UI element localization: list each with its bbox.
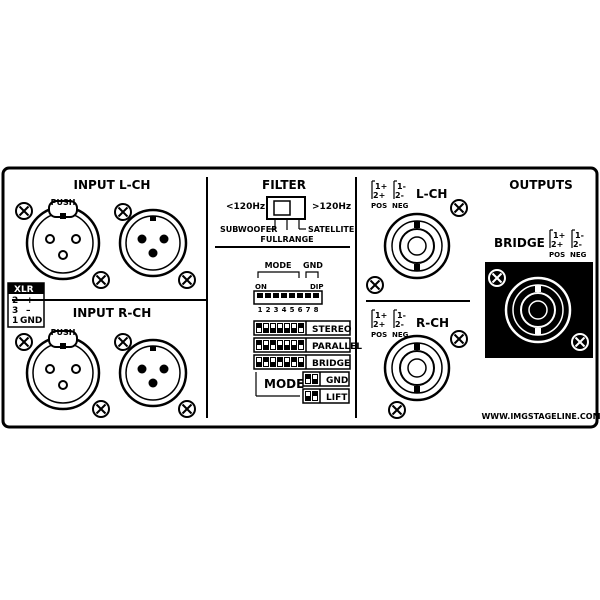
dip-on-label: ON [255, 283, 267, 291]
pin-label: 1+ [375, 311, 387, 320]
input-left-title: INPUT L-CH [74, 178, 151, 192]
filter-high-label: >120Hz [312, 202, 351, 212]
svg-text:8: 8 [314, 306, 319, 314]
screw-icon [114, 333, 132, 351]
xlr-signal: – [26, 306, 31, 316]
dip-numbers: 1 2 3 4 5 6 7 8 [258, 306, 319, 314]
pin-legend-right: 1+ 1- 2+ 2- POS NEG [371, 309, 409, 339]
input-right-title: INPUT R-CH [73, 306, 151, 320]
screw-icon [450, 330, 468, 348]
outputs-title: OUTPUTS [509, 178, 573, 192]
input-left-xlr-female-jack[interactable]: PUSH [25, 198, 101, 281]
pin-label: 2+ [373, 191, 385, 200]
pin-label: 2+ [373, 320, 385, 329]
filter-fullrange-label: FULLRANGE [260, 235, 313, 244]
mode-row-label: STEREO [312, 325, 352, 335]
svg-text:4: 4 [282, 306, 287, 314]
mode-row: STEREO [253, 320, 352, 336]
output-left-label: L-CH [416, 187, 447, 201]
dip-dip-label: DIP [310, 283, 324, 291]
xlr-signal: + [26, 296, 34, 306]
xlr-pin: 2 [12, 296, 18, 306]
gnd-row-label: LIFT [326, 393, 348, 403]
pin-label: 2- [395, 191, 404, 200]
mode-row-label: PARALLEL [312, 342, 362, 352]
neg-label: NEG [570, 251, 587, 259]
gnd-row: GND [302, 371, 350, 387]
filter-title: FILTER [262, 178, 306, 192]
xlr-pinout-legend: XLR 2 + 3 – 1 GND [7, 282, 45, 328]
svg-text:7: 7 [306, 306, 311, 314]
screw-icon [488, 269, 506, 287]
input-right-xlr-female-jack[interactable]: PUSH [25, 328, 101, 411]
pin-label: 1+ [375, 182, 387, 191]
screw-icon [178, 400, 196, 418]
svg-text:3: 3 [274, 306, 279, 314]
dip-switch-bank[interactable] [253, 290, 323, 305]
pin-label: 1- [575, 231, 584, 240]
svg-text:1: 1 [258, 306, 263, 314]
gnd-table: GND LIFT [302, 371, 350, 404]
xlr-pin: 3 [12, 306, 18, 316]
pos-label: POS [549, 251, 565, 259]
pos-label: POS [371, 331, 387, 339]
svg-text:6: 6 [298, 306, 303, 314]
mode-title: MODE [264, 377, 304, 391]
push-label-left: PUSH [51, 198, 76, 207]
pin-label: 1- [397, 311, 406, 320]
xlr-signal: GND [20, 316, 42, 326]
pin-label: 2- [395, 320, 404, 329]
screw-icon [178, 271, 196, 289]
output-bridge-label: BRIDGE [494, 236, 545, 250]
xlr-pinout-title: XLR [14, 285, 34, 295]
filter-subwoofer-label: SUBWOOFER [220, 225, 277, 234]
screw-icon [571, 333, 589, 351]
dip-gnd-label: GND [303, 261, 323, 270]
screw-icon [450, 199, 468, 217]
pin-legend-bridge: 1+ 1- 2+ 2- POS NEG [549, 229, 587, 259]
mode-row: BRIDGE [253, 354, 351, 370]
pin-label: 2+ [551, 240, 563, 249]
output-right-label: R-CH [416, 316, 449, 330]
screw-icon [15, 202, 33, 220]
screw-icon [366, 276, 384, 294]
gnd-row-label: GND [326, 376, 348, 386]
neg-label: NEG [392, 331, 409, 339]
mode-table: STEREO PARALLEL BRIDGE [253, 320, 362, 370]
input-right-xlr-male-jack[interactable] [118, 338, 188, 408]
svg-text:5: 5 [290, 306, 295, 314]
input-left-xlr-male-jack[interactable] [118, 208, 188, 278]
neg-label: NEG [392, 202, 409, 210]
svg-text:2: 2 [266, 306, 271, 314]
pin-label: 2- [573, 240, 582, 249]
filter-satellite-label: SATELLITE [308, 225, 354, 234]
pin-label: 1- [397, 182, 406, 191]
screw-icon [92, 271, 110, 289]
mode-row-label: BRIDGE [312, 359, 350, 369]
mode-row: PARALLEL [253, 337, 362, 353]
filter-low-label: <120Hz [226, 202, 265, 212]
screw-icon [15, 333, 33, 351]
website-url: WWW.IMGSTAGELINE.COM [481, 412, 600, 421]
dip-mode-label: MODE [265, 261, 292, 270]
output-bridge-speakon-jack[interactable] [504, 276, 572, 344]
push-label-right: PUSH [51, 328, 76, 337]
output-right-speakon-jack[interactable] [383, 334, 451, 402]
pos-label: POS [371, 202, 387, 210]
pin-legend-left: 1+ 1- 2+ 2- POS NEG [371, 180, 409, 210]
filter-switch[interactable] [266, 196, 306, 220]
screw-icon [114, 203, 132, 221]
gnd-row: LIFT [302, 388, 350, 404]
output-left-speakon-jack[interactable] [383, 212, 451, 280]
screw-icon [388, 401, 406, 419]
screw-icon [92, 400, 110, 418]
xlr-pin: 1 [12, 316, 18, 326]
pin-label: 1+ [553, 231, 565, 240]
